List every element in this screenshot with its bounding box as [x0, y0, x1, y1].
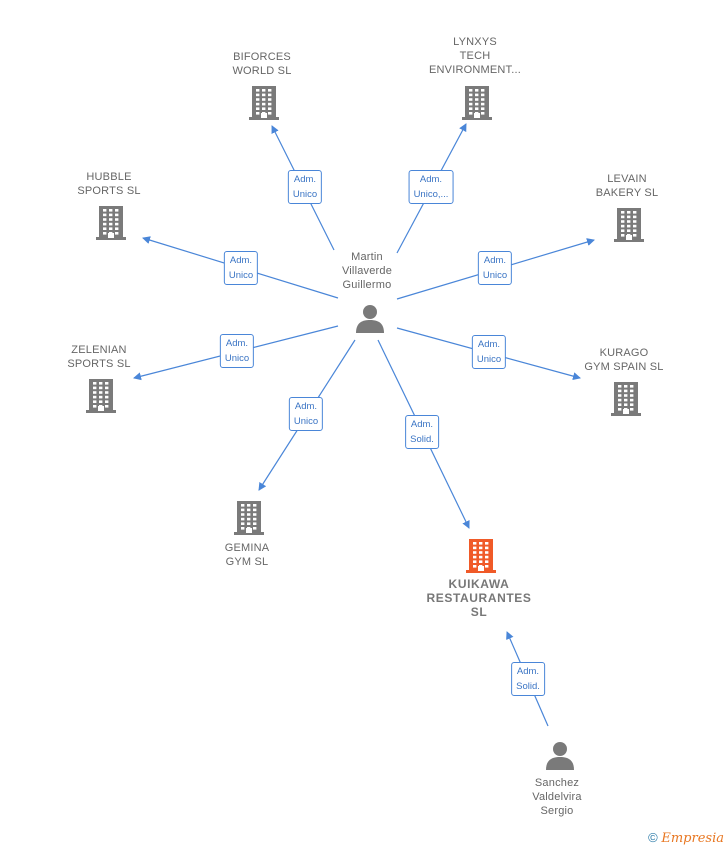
node-label: KUIKAWA RESTAURANTES SL [426, 577, 532, 619]
node-label: LEVAIN BAKERY SL [595, 173, 659, 199]
building-icon[interactable] [611, 380, 641, 421]
node-sanchez[interactable]: Sanchez Valdelvira Sergio [532, 776, 582, 818]
building-icon[interactable] [466, 537, 496, 578]
building-icon[interactable] [249, 84, 279, 125]
node-biforces[interactable]: BIFORCES WORLD SL [232, 50, 291, 78]
building-icon[interactable] [462, 84, 492, 125]
node-label: Sanchez Valdelvira Sergio [532, 777, 582, 817]
node-label: GEMINA GYM SL [224, 542, 270, 568]
edge-label[interactable]: Adm. Unico [477, 251, 513, 285]
edge-label[interactable]: Adm. Unico [287, 170, 323, 204]
edge-label[interactable]: Adm. Unico [288, 397, 324, 431]
building-icon[interactable] [86, 377, 116, 418]
edge-label[interactable]: Adm. Unico [471, 335, 507, 369]
brand-logo[interactable]: Empresia [661, 831, 724, 846]
building-icon[interactable] [96, 204, 126, 245]
node-lynxys[interactable]: LYNXYS TECH ENVIRONMENT... [429, 35, 521, 77]
node-zelenian[interactable]: ZELENIAN SPORTS SL [67, 343, 130, 371]
building-icon[interactable] [614, 206, 644, 247]
node-label: KURAGO GYM SPAIN SL [584, 347, 664, 373]
node-label: Martin Villaverde Guillermo [341, 251, 393, 291]
edge-label[interactable]: Adm. Unico [219, 334, 255, 368]
node-hubble[interactable]: HUBBLE SPORTS SL [77, 170, 140, 198]
edge-label[interactable]: Adm. Solid. [511, 662, 545, 696]
edge-label[interactable]: Adm. Solid. [405, 415, 439, 449]
node-label: HUBBLE SPORTS SL [77, 171, 141, 197]
node-label: ZELENIAN SPORTS SL [67, 344, 131, 370]
node-kuikawa[interactable]: KUIKAWA RESTAURANTES SL [427, 577, 532, 619]
node-label: LYNXYS TECH ENVIRONMENT... [428, 36, 522, 76]
node-kurago[interactable]: KURAGO GYM SPAIN SL [584, 346, 663, 374]
edge-label[interactable]: Adm. Unico,... [408, 170, 454, 204]
footer: © Empresia [648, 830, 724, 846]
node-levain[interactable]: LEVAIN BAKERY SL [596, 172, 659, 200]
person-icon[interactable] [355, 303, 385, 338]
building-icon[interactable] [234, 499, 264, 540]
edge-label[interactable]: Adm. Unico [223, 251, 259, 285]
copyright-icon: © [648, 830, 658, 845]
node-gemina[interactable]: GEMINA GYM SL [225, 541, 270, 569]
person-icon[interactable] [545, 740, 575, 775]
node-martin[interactable]: Martin Villaverde Guillermo [342, 250, 392, 292]
node-label: BIFORCES WORLD SL [232, 51, 292, 77]
